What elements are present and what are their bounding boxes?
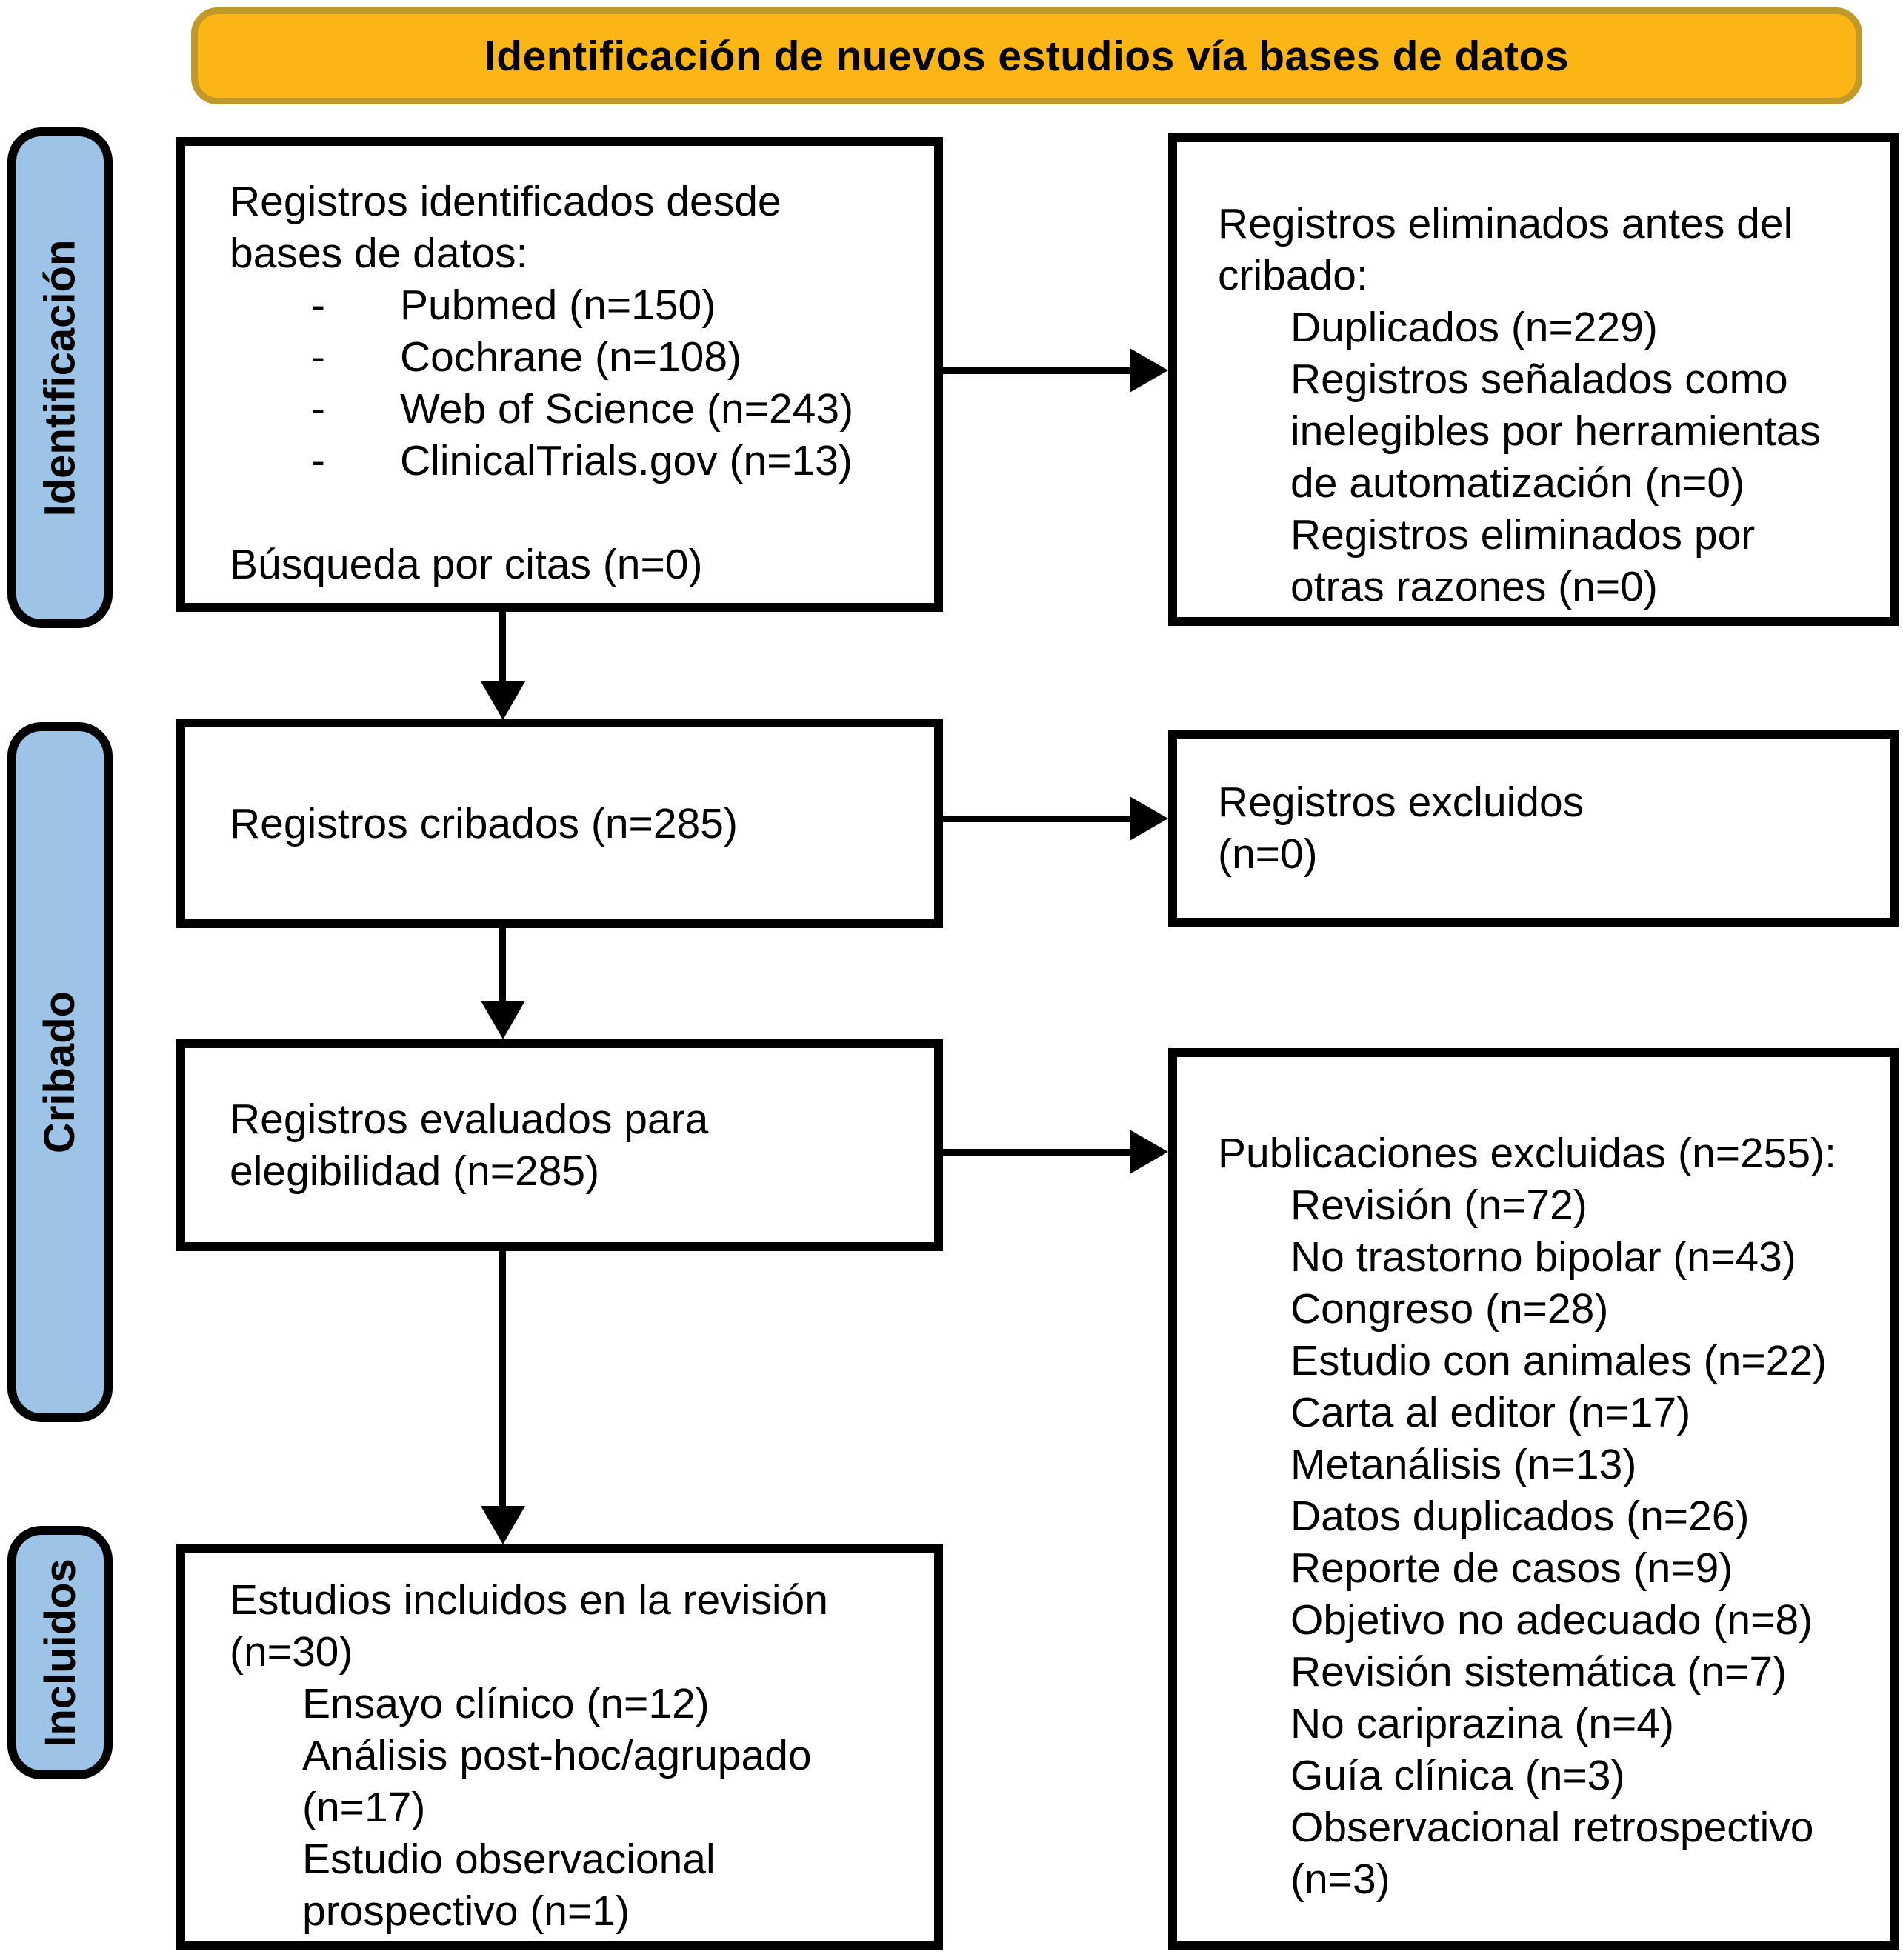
arrow-identified-to-screened-shaft: [499, 612, 506, 684]
excluded-systematic-review: Revisión sistemática (n=7): [1290, 1648, 1787, 1696]
arrow-identified-to-removed-head: [1130, 348, 1168, 393]
box-records-removed: Registros eliminados antes del cribado: …: [1168, 133, 1899, 626]
list-item: - Web of Science (n=243): [311, 383, 904, 435]
list-item: - ClinicalTrials.gov (n=13): [311, 435, 904, 487]
records-identified-title: Registros identificados desde bases de d…: [230, 178, 781, 277]
publications-excluded-title: Publicaciones excluidas (n=255):: [1218, 1130, 1836, 1177]
removed-automation: Registros señalados como inelegibles por…: [1290, 356, 1822, 507]
excluded-metaanalysis: Metanálisis (n=13): [1290, 1441, 1637, 1488]
database-cochrane: Cochrane (n=108): [400, 333, 742, 381]
arrow-assessed-to-pub-excluded-head: [1130, 1130, 1168, 1174]
list-item: - Cochrane (n=108): [311, 331, 904, 383]
list-item: - Pubmed (n=150): [311, 279, 904, 331]
arrow-assessed-to-pub-excluded-shaft: [941, 1149, 1133, 1156]
excluded-not-bipolar: No trastorno bipolar (n=43): [1290, 1233, 1796, 1281]
excluded-clinical-guideline: Guía clínica (n=3): [1290, 1752, 1625, 1799]
excluded-congress: Congreso (n=28): [1290, 1285, 1609, 1333]
box-records-excluded: Registros excluidos (n=0): [1168, 730, 1899, 927]
dash-bullet: -: [311, 437, 325, 484]
records-assessed-text: Registros evaluados para elegibilidad (n…: [230, 1096, 709, 1195]
records-excluded-line2: (n=0): [1218, 830, 1318, 878]
excluded-no-cariprazine: No cariprazina (n=4): [1290, 1700, 1674, 1747]
included-posthoc-pooled: Análisis post-hoc/agrupado (n=17): [302, 1732, 812, 1831]
dash-bullet: -: [311, 281, 325, 329]
arrow-screened-to-assessed-shaft: [499, 928, 506, 1004]
excluded-duplicate-data: Datos duplicados (n=26): [1290, 1493, 1750, 1540]
banner: Identificación de nuevos estudios vía ba…: [191, 7, 1862, 104]
arrow-screened-to-excluded-head: [1130, 796, 1168, 841]
stage-bar-identification: Identificación: [7, 127, 113, 628]
database-clinicaltrials: ClinicalTrials.gov (n=13): [400, 437, 853, 484]
included-clinical-trial: Ensayo clínico (n=12): [302, 1680, 710, 1727]
arrow-assessed-to-included-head: [481, 1506, 525, 1544]
box-records-identified: Registros identificados desde bases de d…: [176, 137, 943, 612]
records-removed-title: Registros eliminados antes del cribado:: [1218, 200, 1793, 299]
excluded-review: Revisión (n=72): [1290, 1181, 1587, 1229]
records-screened-text: Registros cribados (n=285): [230, 799, 738, 847]
dash-bullet: -: [311, 333, 325, 381]
arrow-screened-to-excluded-shaft: [941, 816, 1133, 822]
box-publications-excluded: Publicaciones excluidas (n=255): Revisió…: [1168, 1048, 1899, 1950]
excluded-case-report: Reporte de casos (n=9): [1290, 1544, 1733, 1592]
included-prospective-observational: Estudio observacional prospectivo (n=1): [302, 1836, 716, 1935]
box-records-assessed: Registros evaluados para elegibilidad (n…: [176, 1039, 943, 1251]
arrow-identified-to-screened-head: [481, 681, 525, 720]
stage-included-label: Incluidos: [36, 1558, 84, 1747]
box-studies-included: Estudios incluidos en la revisión (n=30)…: [176, 1544, 943, 1950]
stage-bar-included: Incluidos: [7, 1526, 113, 1779]
database-pubmed: Pubmed (n=150): [400, 281, 716, 329]
dash-bullet: -: [311, 385, 325, 433]
removed-duplicates: Duplicados (n=229): [1290, 304, 1658, 351]
excluded-retrospective-observational: Observacional retrospectivo (n=3): [1290, 1804, 1814, 1903]
studies-included-title: Estudios incluidos en la revisión (n=30): [230, 1576, 828, 1676]
database-web-of-science: Web of Science (n=243): [400, 385, 854, 433]
excluded-animal-study: Estudio con animales (n=22): [1290, 1337, 1827, 1384]
banner-title: Identificación de nuevos estudios vía ba…: [484, 32, 1570, 80]
stage-bar-screening: Cribado: [7, 722, 113, 1422]
excluded-letter-editor: Carta al editor (n=17): [1290, 1389, 1691, 1436]
arrow-screened-to-assessed-head: [481, 1001, 525, 1039]
stage-identification-label: Identificación: [36, 239, 84, 516]
records-excluded-line1: Registros excluidos: [1218, 779, 1584, 826]
box-records-screened: Registros cribados (n=285): [176, 719, 943, 928]
arrow-identified-to-removed-shaft: [941, 367, 1133, 374]
removed-other-reasons: Registros eliminados por otras razones (…: [1290, 511, 1756, 610]
stage-screening-label: Cribado: [36, 990, 84, 1154]
excluded-wrong-objective: Objetivo no adecuado (n=8): [1290, 1596, 1813, 1644]
citation-search-line: Búsqueda por citas (n=0): [230, 541, 703, 588]
arrow-assessed-to-included-shaft: [499, 1251, 506, 1509]
